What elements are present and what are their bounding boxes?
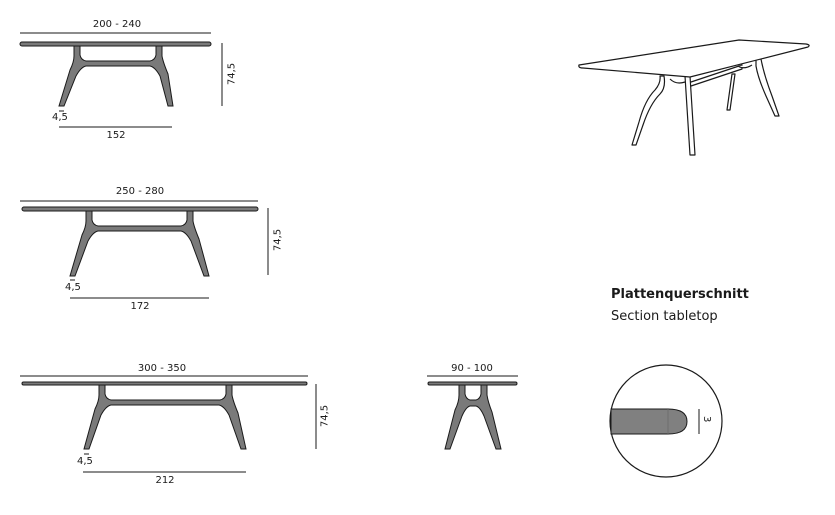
table-200-240-side-view (19, 32, 223, 128)
table-4-length-label: 90 - 100 (451, 363, 493, 374)
table-1-leg-width-label: 4,5 (52, 112, 68, 123)
table-300-350-side-view (20, 375, 317, 473)
section-title: Plattenquerschnitt (611, 287, 749, 302)
table-2-leg-width-label: 4,5 (65, 282, 81, 293)
table-250-280-side-view (20, 200, 269, 299)
table-3-leg-width-label: 4,5 (77, 456, 93, 467)
table-2-leg-span-label: 172 (130, 301, 150, 312)
table-3-length-label: 300 - 350 (137, 363, 187, 374)
section-thickness-label: 3 (701, 416, 712, 423)
table-2-height-label: 74,5 (272, 228, 284, 252)
tabletop-section-detail (609, 364, 723, 478)
table-1-length-label: 200 - 240 (92, 19, 142, 30)
table-3-height-label: 74,5 (319, 404, 331, 428)
table-2-length-label: 250 - 280 (115, 186, 165, 197)
table-1-leg-span-label: 152 (106, 130, 126, 141)
table-90-100-end-view (427, 375, 518, 450)
table-perspective-icon (578, 39, 810, 156)
table-1-height-label: 74,5 (226, 62, 238, 86)
table-3-leg-span-label: 212 (155, 475, 175, 486)
section-subtitle: Section tabletop (611, 309, 718, 324)
